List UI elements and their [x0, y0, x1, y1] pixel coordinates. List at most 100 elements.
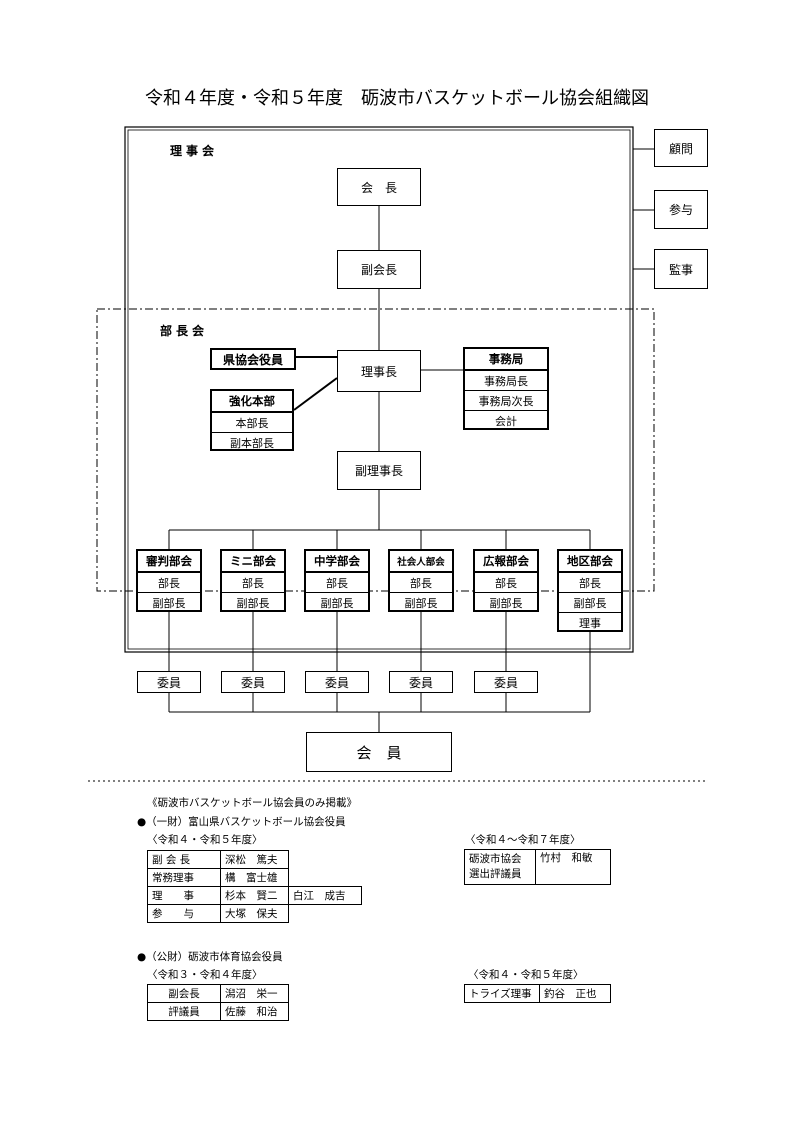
- secretariat-title: 事務局: [465, 349, 547, 370]
- counselor-label: 参与: [668, 203, 693, 217]
- counselor-box: 参与: [654, 190, 708, 229]
- dept-row: 部長: [138, 572, 200, 592]
- name-cell: 深松 篤夫: [220, 850, 289, 869]
- dept-row: 副部長: [222, 592, 284, 612]
- committee-box: 委員: [474, 671, 538, 693]
- dept-heads-label: 部長会: [160, 324, 209, 338]
- dept-box: 中学部会 部長 副部長: [304, 549, 370, 612]
- table-row: トライズ理事 釣谷 正也: [464, 984, 611, 1003]
- committee-label: 委員: [408, 675, 433, 690]
- secretariat-row: 事務局次長: [465, 390, 547, 410]
- committee-label: 委員: [156, 675, 181, 690]
- name-cell: 潟沼 栄一: [220, 984, 289, 1003]
- board-label: 理事会: [170, 144, 219, 158]
- role-cell: 副会長: [147, 984, 221, 1003]
- auditor-label: 監事: [668, 262, 693, 277]
- dept-title: 地区部会: [559, 551, 621, 572]
- dept-row: 部長: [475, 572, 537, 592]
- role-cell: 常務理事: [147, 868, 221, 887]
- table-row: 評議員 佐藤 和治: [147, 1002, 289, 1021]
- vice-president-label: 副会長: [360, 263, 397, 277]
- vice-chairman-label: 副理事長: [354, 464, 403, 478]
- name-cell: 杉本 賢二: [220, 886, 289, 905]
- secretariat-box: 事務局 事務局長 事務局次長 会計: [463, 347, 549, 430]
- committee-label: 委員: [240, 675, 265, 690]
- committee-box: 委員: [137, 671, 201, 693]
- dept-box: 地区部会 部長 副部長 理事: [557, 549, 623, 632]
- tries-director-table: トライズ理事 釣谷 正也: [464, 984, 611, 1003]
- committee-box: 委員: [389, 671, 453, 693]
- section1-period-left: 〈令和４・令和５年度〉: [147, 834, 263, 846]
- name-cell: 構 富士雄: [220, 868, 289, 887]
- dept-title: ミニ部会: [222, 551, 284, 572]
- name-cell: 佐藤 和治: [220, 1002, 289, 1021]
- section1-title: ●（一財）富山県バスケットボール協会役員: [137, 816, 346, 828]
- strengthening-hq-row: 副本部長: [212, 432, 292, 452]
- dept-row: 副部長: [306, 592, 368, 612]
- dept-row: 副部長: [138, 592, 200, 612]
- role-cell: 評議員: [147, 1002, 221, 1021]
- dept-row: 部長: [559, 572, 621, 592]
- vice-president-box: 副会長: [337, 250, 421, 289]
- auditor-box: 監事: [654, 249, 708, 289]
- dept-title: 審判部会: [138, 551, 200, 572]
- role-cell: 砺波市協会 選出評議員: [464, 849, 536, 885]
- dept-row: 副部長: [390, 592, 452, 612]
- advisor-label: 顧問: [668, 141, 693, 156]
- notes-header: 《砺波市バスケットボール協会員のみ掲載》: [147, 797, 357, 809]
- committee-label: 委員: [324, 675, 349, 690]
- section1-period-right: 〈令和４～令和７年度〉: [465, 834, 581, 846]
- chairman-box: 理事長: [337, 350, 421, 392]
- prefectural-officers-box: 県協会役員: [210, 348, 296, 370]
- dept-box: ミニ部会 部長 副部長: [220, 549, 286, 612]
- section2-period-left: 〈令和３・令和４年度〉: [147, 969, 263, 981]
- strengthening-hq-box: 強化本部 本部長 副本部長: [210, 389, 294, 451]
- dept-box: 広報部会 部長 副部長: [473, 549, 539, 612]
- strengthening-hq-title: 強化本部: [212, 391, 292, 412]
- secretariat-row: 事務局長: [465, 370, 547, 390]
- dept-title: 社会人部会: [390, 551, 452, 572]
- secretariat-row: 会計: [465, 410, 547, 430]
- name-cell: 白江 成吉: [288, 886, 362, 905]
- president-box: 会 長: [337, 168, 421, 206]
- chairman-label: 理事長: [360, 364, 397, 379]
- dept-title: 中学部会: [306, 551, 368, 572]
- committee-label: 委員: [493, 675, 518, 690]
- vice-chairman-box: 副理事長: [337, 451, 421, 490]
- table-row: 常務理事 構 富士雄: [147, 868, 362, 887]
- dept-box: 社会人部会 部長 副部長: [388, 549, 454, 612]
- role-cell: 理 事: [147, 886, 221, 905]
- dept-row: 部長: [222, 572, 284, 592]
- dept-row: 部長: [390, 572, 452, 592]
- name-cell: 竹村 和敏: [535, 849, 611, 885]
- advisor-box: 顧問: [654, 129, 708, 167]
- name-cell: 釣谷 正也: [539, 984, 611, 1003]
- table-row: 副 会 長 深松 篤夫: [147, 850, 362, 869]
- role-cell: 副 会 長: [147, 850, 221, 869]
- dept-row: 部長: [306, 572, 368, 592]
- strengthening-hq-row: 本部長: [212, 412, 292, 432]
- members-label: 会 員: [356, 743, 402, 762]
- committee-box: 委員: [305, 671, 369, 693]
- role-cell: 参 与: [147, 904, 221, 923]
- section2-period-right: 〈令和４・令和５年度〉: [468, 969, 584, 981]
- table-row: 参 与 大塚 保夫: [147, 904, 362, 923]
- sports-assoc-table: 副会長 潟沼 栄一 評議員 佐藤 和治: [147, 984, 289, 1021]
- dept-row: 理事: [559, 612, 621, 632]
- dept-title: 広報部会: [475, 551, 537, 572]
- dept-box: 審判部会 部長 副部長: [136, 549, 202, 612]
- table-row: 副会長 潟沼 栄一: [147, 984, 289, 1003]
- dept-row: 副部長: [559, 592, 621, 612]
- prefectural-officers-label: 県協会役員: [222, 352, 283, 367]
- members-box: 会 員: [306, 732, 452, 772]
- pref-officers-table: 副 会 長 深松 篤夫 常務理事 構 富士雄 理 事 杉本 賢二 白江 成吉 参…: [147, 850, 362, 923]
- table-row: 理 事 杉本 賢二 白江 成吉: [147, 886, 362, 905]
- section2-title: ●（公財）砺波市体育協会役員: [137, 951, 283, 963]
- president-label: 会 長: [360, 180, 397, 195]
- committee-box: 委員: [221, 671, 285, 693]
- table-row: 砺波市協会 選出評議員 竹村 和敏: [464, 849, 611, 885]
- city-councilor-table: 砺波市協会 選出評議員 竹村 和敏: [464, 849, 611, 885]
- page-title: 令和４年度・令和５年度 砺波市バスケットボール協会組織図: [145, 88, 649, 109]
- dept-row: 副部長: [475, 592, 537, 612]
